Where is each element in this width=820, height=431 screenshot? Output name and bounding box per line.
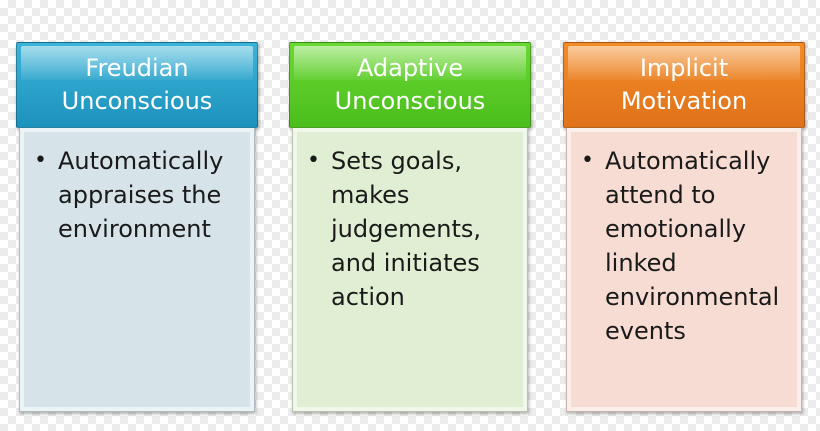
bullet-line: and initiates xyxy=(331,249,480,277)
card-header: Freudian Unconscious xyxy=(16,42,258,128)
bullet-text: Automatically appraises the environment xyxy=(58,144,244,246)
bullet-item: • Automatically appraises the environmen… xyxy=(34,144,244,246)
bullet-line: Automatically xyxy=(58,147,224,175)
bullet-dot-icon: • xyxy=(581,148,594,173)
bullet-line: Sets goals, xyxy=(331,147,462,175)
card-title: Adaptive Unconscious xyxy=(325,52,496,118)
bullet-item: • Automatically attend to emotionally li… xyxy=(581,144,791,348)
card-title: Implicit Motivation xyxy=(611,52,757,118)
bullet-line: environment xyxy=(58,215,211,243)
card-title-line: Implicit xyxy=(639,54,729,82)
card-title: Freudian Unconscious xyxy=(52,52,223,118)
bullet-dot-icon: • xyxy=(307,148,320,173)
bullet-line: appraises the xyxy=(58,181,222,209)
card-freudian-unconscious: Freudian Unconscious • Automatically app… xyxy=(16,42,258,412)
card-title-line: Unconscious xyxy=(334,87,486,115)
bullet-line: Automatically xyxy=(605,147,771,175)
bullet-line: events xyxy=(605,317,686,345)
card-header: Implicit Motivation xyxy=(563,42,805,128)
bullet-text: Automatically attend to emotionally link… xyxy=(605,144,791,348)
card-implicit-motivation: Implicit Motivation • Automatically atte… xyxy=(563,42,805,412)
bullet-line: action xyxy=(331,283,405,311)
bullet-item: • Sets goals, makes judgements, and init… xyxy=(307,144,517,314)
card-title-line: Motivation xyxy=(620,87,748,115)
bullet-text: Sets goals, makes judgements, and initia… xyxy=(331,144,517,314)
bullet-line: linked xyxy=(605,249,677,277)
bullet-line: makes xyxy=(331,181,410,209)
bullet-line: attend to xyxy=(605,181,716,209)
card-title-line: Adaptive xyxy=(356,54,464,82)
card-adaptive-unconscious: Adaptive Unconscious • Sets goals, makes… xyxy=(289,42,531,412)
bullet-dot-icon: • xyxy=(34,148,47,173)
card-body: • Automatically attend to emotionally li… xyxy=(566,128,802,412)
card-body: • Sets goals, makes judgements, and init… xyxy=(292,128,528,412)
bullet-line: emotionally xyxy=(605,215,747,243)
card-title-line: Freudian xyxy=(85,54,189,82)
bullet-line: environmental xyxy=(605,283,780,311)
card-header: Adaptive Unconscious xyxy=(289,42,531,128)
card-body: • Automatically appraises the environmen… xyxy=(19,128,255,412)
card-title-line: Unconscious xyxy=(61,87,213,115)
bullet-line: judgements, xyxy=(331,215,482,243)
